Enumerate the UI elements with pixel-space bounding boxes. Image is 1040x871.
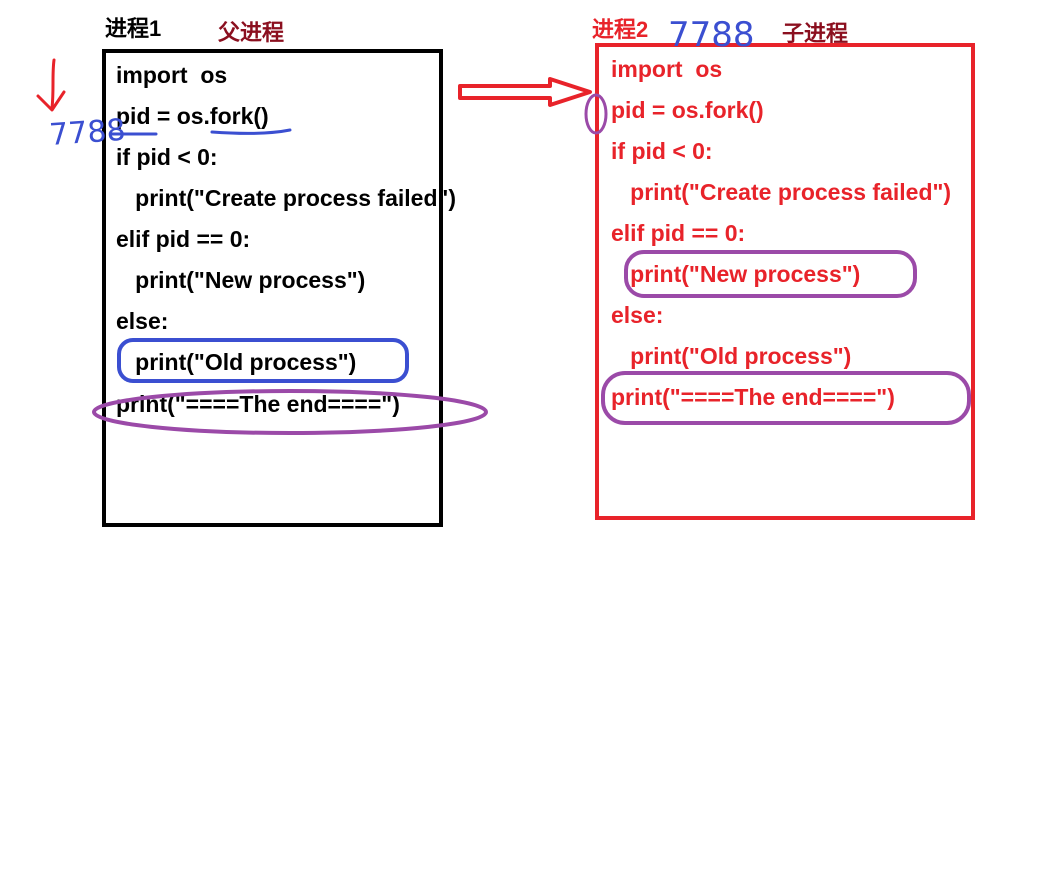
process2-code-line: print("New process")	[611, 261, 861, 287]
process1-code-line: if pid < 0:	[116, 144, 218, 170]
process2-code-line: pid = os.fork()	[611, 97, 764, 123]
process1-code-line: print("Create process failed")	[116, 185, 457, 211]
process2-code-line: elif pid == 0:	[611, 220, 746, 246]
process1-code-line: elif pid == 0:	[116, 226, 251, 252]
process2-code-line: print("====The end====")	[611, 384, 895, 410]
process1-title: 进程1	[105, 16, 162, 41]
process2-title: 进程2	[592, 17, 649, 42]
process2-code-box	[595, 43, 975, 520]
execution-pointer-arrow-icon	[36, 58, 66, 112]
process1-code-line: print("====The end====")	[116, 391, 400, 417]
process1-code-box	[102, 49, 443, 527]
process1-code-line: print("New process")	[116, 267, 366, 293]
process1-code-line: pid = os.fork()	[116, 103, 269, 129]
process2-role-label: 子进程	[782, 21, 849, 46]
process2-code-line: else:	[611, 302, 664, 328]
process1-code-line: else:	[116, 308, 169, 334]
process1-code-line: print("Old process")	[116, 349, 357, 375]
process2-code-line: print("Create process failed")	[611, 179, 952, 205]
process1-role-label: 父进程	[218, 20, 285, 45]
fork-arrow-icon	[458, 77, 592, 107]
process1-code-line: import os	[116, 62, 228, 88]
process2-code-line: print("Old process")	[611, 343, 852, 369]
process2-code-line: if pid < 0:	[611, 138, 713, 164]
process2-code-line: import os	[611, 56, 723, 82]
